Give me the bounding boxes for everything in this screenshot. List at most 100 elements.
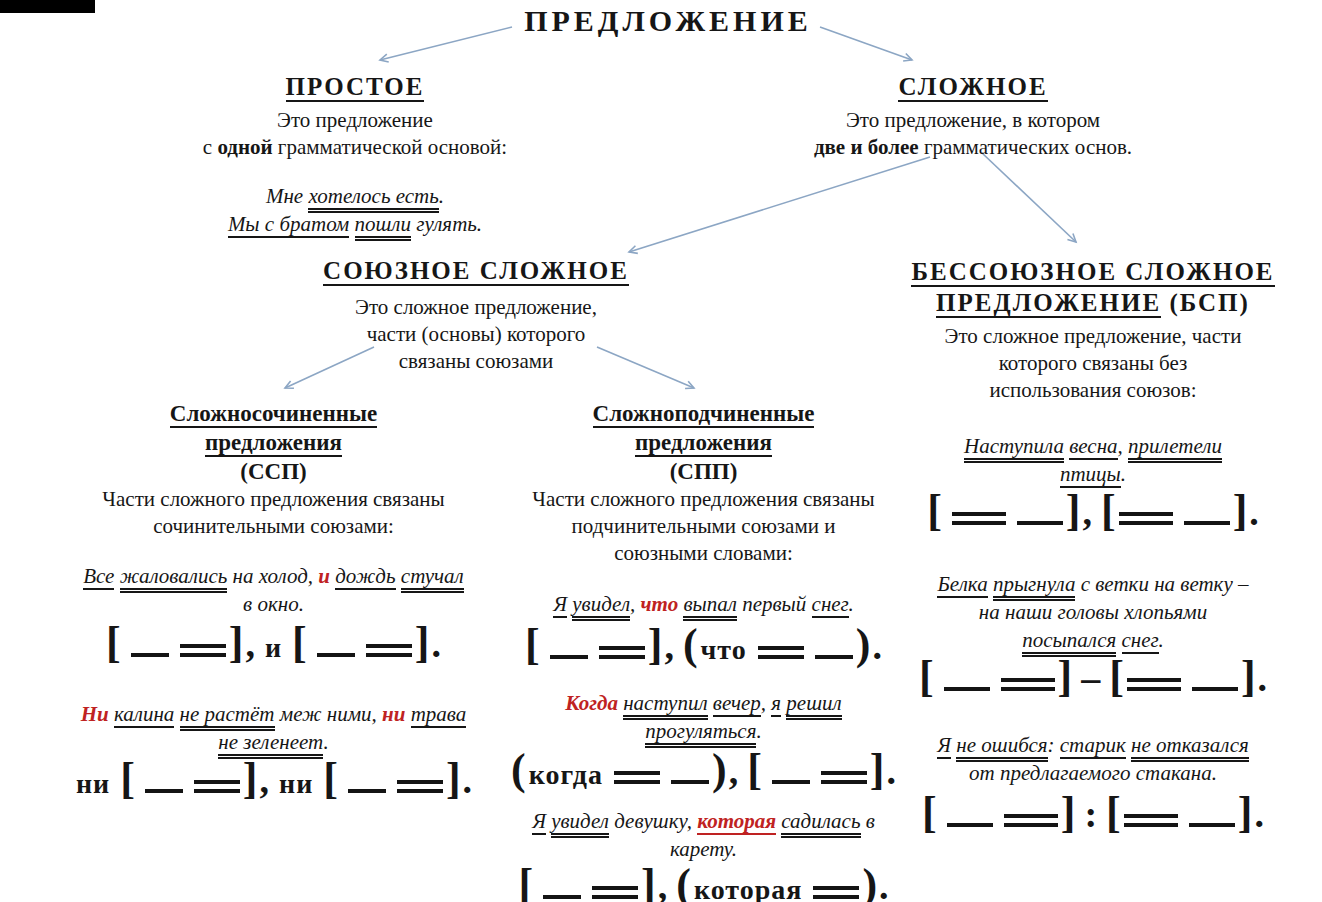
spp-heading-line1: Сложноподчиненные [466,399,941,428]
spp-example2-line1: Когда наступил вечер, я решил [466,689,941,717]
subject-line [348,789,386,793]
text-segment: (ССП) [240,459,306,484]
scheme-bracket: [ [518,860,533,902]
text-segment: весна [1069,434,1117,460]
scheme-bracket: ] [1241,652,1256,701]
text-segment: , [761,691,772,715]
text-segment: стучал [401,564,464,593]
bsp-example3-line1: Я не ошибся: старик не отказался [880,731,1306,759]
text-segment: от предлагаемого стакана. [969,761,1217,785]
scheme-punctuation: , [260,759,270,801]
text-segment: пошли [355,212,412,241]
text-segment: сочинительными союзами: [153,514,394,538]
scheme-bracket: ) [862,860,877,902]
scheme-bracket: ] [1238,788,1253,837]
node-bsp-heading: БЕССОЮЗНОЕ СЛОЖНОЕ ПРЕДЛОЖЕНИЕ (БСП) [880,256,1306,318]
text-segment: Сложносочиненные [170,401,377,428]
spp-heading-line3: (СПП) [466,457,941,486]
scheme-bracket: ] [243,754,258,803]
bsp-example2-line3: посыпался снег. [880,626,1306,654]
bsp-heading-line2: ПРЕДЛОЖЕНИЕ (БСП) [880,287,1306,318]
ssp-example2-line2: не зеленеет. [36,728,511,756]
predicate-line [366,644,412,657]
predicate-line [1119,512,1173,525]
scheme-bracket: ] [648,620,663,669]
text-segment: . [756,719,761,743]
predicate-line [1001,678,1055,691]
subject-line [1189,823,1235,827]
subject-line [317,653,355,657]
text-segment: садилась [781,809,860,838]
ssp-example2-line1: Ни калина не растёт меж ними, ни трава [36,700,511,728]
text-segment: старик [1060,733,1126,759]
text-segment: прилетели [1128,434,1222,463]
text-segment: . [1121,462,1126,486]
text-segment: на холод, [227,564,318,588]
text-segment: в [861,809,875,833]
text-segment: связаны союзами [399,349,554,373]
spp-desc-line2: подчинительными союзами и [466,513,941,540]
spp-example3-line1: Я увидел девушку, которая садилась в [466,807,941,835]
text-segment: две и более [814,135,919,159]
predicate-line [614,771,660,784]
text-segment: увидел [572,592,630,621]
text-segment: не зеленеет [218,730,323,759]
scheme-bracket: ] [229,618,244,667]
subject-line [550,655,588,659]
scheme-bracket: [ [922,788,937,837]
bsp-heading-line1: БЕССОЮЗНОЕ СЛОЖНОЕ [880,256,1306,287]
text-segment: грамматических основ. [919,135,1132,159]
text-segment [1116,628,1121,652]
scheme-bracket: [ [323,754,338,803]
subject-line [145,789,183,793]
scheme-bracket: [ [1109,652,1124,701]
bsp-desc-line3: использования союзов: [880,377,1306,404]
text-segment: грамматической основой: [273,135,508,159]
scheme-bracket: ] [1233,486,1248,535]
bsp-scheme-1: [ ], [ ]. [880,489,1306,538]
text-segment: птицы [1060,462,1121,488]
bsp-example2-line1: Белка прыгнула с ветки на ветку – [880,570,1306,598]
scheme-bracket: ) [712,745,727,794]
bsp-example2-line2: на наши головы хлопьями [880,598,1306,626]
text-segment: меж ними, [275,702,383,726]
text-segment: СОЮЗНОЕ СЛОЖНОЕ [323,257,629,286]
scheme-punctuation: , [245,623,255,665]
scheme-punctuation: . [1249,491,1259,533]
spp-example-3: Я увидел девушку, которая садилась в кар… [466,807,941,863]
subject-line [1017,521,1063,525]
text-segment: решил [786,691,841,720]
text-segment: Мне [266,184,308,208]
predicate-line [821,771,867,784]
text-segment: дождь [335,564,395,590]
scheme-punctuation: . [431,623,441,665]
conjunction-word: и [318,564,330,588]
node-spp-heading: Сложноподчиненные предложения (СПП) [466,399,941,486]
scheme-punctuation: . [879,865,889,902]
text-segment: : [1048,733,1060,757]
text-segment: увидел [551,809,609,838]
predicate-line [1004,814,1058,827]
text-segment: Наступила [964,434,1064,463]
predicate-line [397,780,443,793]
text-segment: Это предложение [277,108,433,132]
subject-line [772,780,810,784]
bsp-example-1: Наступила весна, прилетели птицы. [880,432,1306,488]
text-segment: девушку, [609,809,697,833]
text-segment: не отказался [1131,733,1249,762]
spp-example1-line1: Я увидел, что выпал первый снег. [466,590,941,618]
node-complex-desc-line2: две и более грамматических основ. [753,134,1193,161]
spp-example-2: Когда наступил вечер, я решил прогулятьс… [466,689,941,745]
spp-scheme-3: [ ], (которая ). [466,863,941,902]
subject-line [944,687,990,691]
subject-line [131,653,169,657]
text-segment: ПРОСТОЕ [286,73,425,102]
text-segment: использования союзов: [989,378,1196,402]
scheme-punctuation: . [1258,657,1268,699]
text-segment: Я [937,733,951,759]
text-segment: Это сложное предложение, части [945,324,1242,348]
node-union-desc-line1: Это сложное предложение, [276,294,676,321]
text-segment [405,702,410,726]
text-segment: . [323,730,328,754]
bsp-scheme-3: [ ] : [ ]. [880,791,1306,840]
